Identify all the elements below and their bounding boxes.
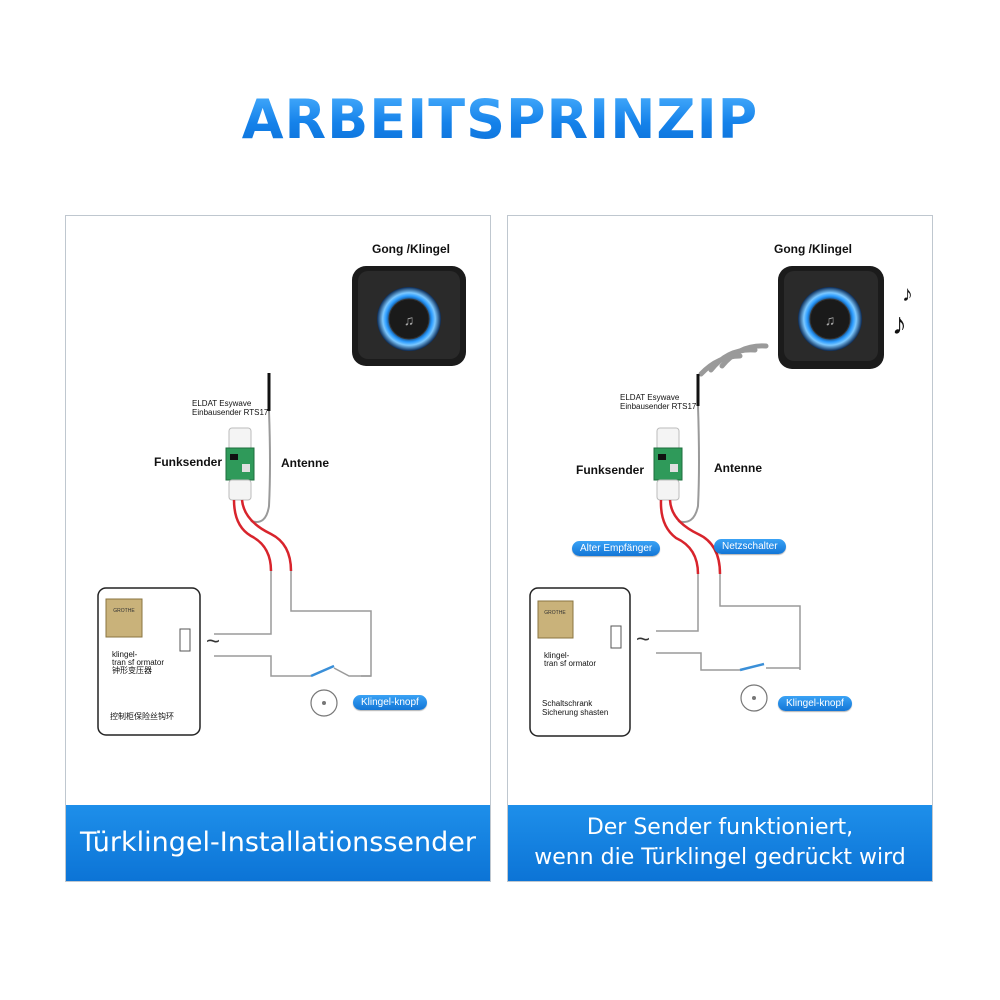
right-footer-line-2: wenn die Türklingel gedrückt wird <box>534 845 906 870</box>
right-panel: ♫ ♪ ♪ <box>507 215 933 882</box>
transformer-image <box>105 598 143 638</box>
fuse-element <box>179 628 191 652</box>
red-wire-1 <box>232 499 273 572</box>
bell-button-icon: ♫ <box>404 312 415 328</box>
left-footer: Türklingel-Installationssender <box>66 805 490 881</box>
sender-label-1: ELDAT Esywave <box>620 393 680 402</box>
page-title: ARBEITSPRINZIP <box>0 88 1000 151</box>
circuit-lines <box>214 571 372 677</box>
transformer-label-2: tran sf ormator <box>544 659 597 668</box>
sender-label-2: Einbausender RTS17 <box>620 402 697 411</box>
sender-module <box>225 427 255 501</box>
circuit-lines <box>656 574 801 671</box>
doorbell-button-label: Klingel-knopf <box>353 695 427 710</box>
svg-text:GROTHE: GROTHE <box>544 610 566 616</box>
antenna-wire <box>677 405 700 523</box>
old-receiver-label: Alter Empfänger <box>572 541 661 556</box>
power-switch-label: Netzschalter <box>714 539 786 554</box>
antenne-label: Antenne <box>281 456 329 470</box>
transformer-label-1: klingel- <box>544 651 570 660</box>
left-diagram: ♫ GROTHE <box>97 266 466 736</box>
antenne-label: Antenne <box>714 461 762 475</box>
sender-module <box>653 427 683 501</box>
sender-label-2: Einbausender RTS17 <box>192 408 269 417</box>
gong-label: Gong /Klingel <box>774 242 852 256</box>
ac-symbol: ~ <box>636 626 651 653</box>
cabinet-note: 控制柜保险丝钩环 <box>110 712 174 721</box>
sender-label-1: ELDAT Esywave <box>192 399 252 408</box>
cabinet-label-2: Sicherung shasten <box>542 708 609 717</box>
switch-contact <box>310 664 335 678</box>
gong-label: Gong /Klingel <box>372 242 450 256</box>
ac-symbol: ~ <box>206 628 221 655</box>
red-wire-2 <box>240 499 293 572</box>
gong-device: ♫ <box>352 266 466 366</box>
funksender-label: Funksender <box>154 455 223 469</box>
music-note-icon: ♪ <box>902 281 913 306</box>
funksender-label: Funksender <box>576 463 645 477</box>
transformer-label-2: tran sf ormator <box>112 658 165 667</box>
left-footer-text: Türklingel-Installationssender <box>80 827 476 858</box>
music-note-icon: ♪ <box>892 308 907 341</box>
right-footer-line-1: Der Sender funktioniert, <box>586 815 854 840</box>
red-wire-1 <box>659 499 700 575</box>
right-diagram: ♫ ♪ ♪ <box>529 266 913 737</box>
transformer-label-1: klingel- <box>112 650 138 659</box>
fuse-element <box>610 625 622 649</box>
doorbell-button-label: Klingel-knopf <box>778 696 852 711</box>
transformer-label-3: 钟形变压器 <box>112 666 152 675</box>
bell-button-icon: ♫ <box>825 312 836 328</box>
cabinet-label-1: Schaltschrank <box>542 699 593 708</box>
right-footer: Der Sender funktioniert, wenn die Türkli… <box>508 805 932 881</box>
gong-device: ♫ <box>778 266 884 369</box>
left-panel: ♫ GROTHE Gong /Klingel <box>65 215 491 882</box>
svg-text:GROTHE: GROTHE <box>113 608 135 614</box>
transformer-image <box>537 600 574 639</box>
switch-contact <box>739 662 765 672</box>
red-wire-2 <box>668 499 722 575</box>
signal-waves-icon <box>698 343 769 377</box>
antenna-wire <box>250 410 271 523</box>
